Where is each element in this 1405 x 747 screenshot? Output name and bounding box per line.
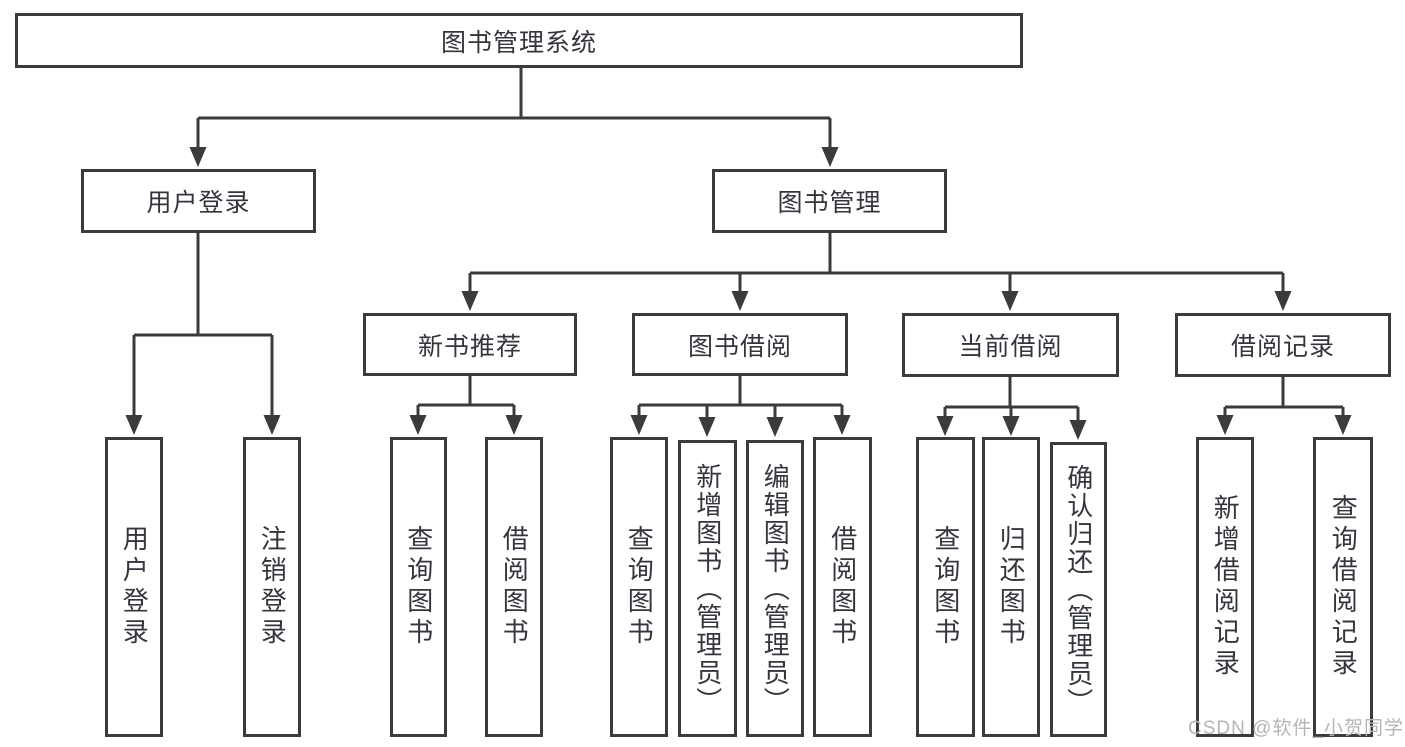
connector-new-book-children xyxy=(416,376,516,418)
root-box-library-system: 图书管理系统 xyxy=(15,13,1023,68)
leaf-edit-books-admin: 编辑图书（管理员） xyxy=(746,440,804,737)
connector-root-to-level1 xyxy=(196,68,832,150)
node-new-book-recommend: 新书推荐 xyxy=(363,313,577,376)
leaf-query-books-borrowing: 查询图书 xyxy=(610,437,668,737)
node-borrowing-records: 借阅记录 xyxy=(1175,313,1391,377)
leaf-confirm-return-admin: 确认归还（管理员） xyxy=(1050,442,1107,737)
leaf-borrow-books: 借阅图书 xyxy=(813,437,872,737)
leaf-logout: 注销登录 xyxy=(243,437,301,737)
leaf-query-books-current: 查询图书 xyxy=(916,437,975,737)
csdn-watermark: CSDN @软件_小贺同学 xyxy=(1188,718,1404,739)
leaf-add-books-admin: 新增图书（管理员） xyxy=(678,440,737,737)
leaf-return-books: 归还图书 xyxy=(982,437,1040,737)
leaf-user-login: 用户登录 xyxy=(105,437,163,737)
connector-borrow-record-children xyxy=(1223,377,1345,418)
node-book-management: 图书管理 xyxy=(712,169,947,233)
arrowheads xyxy=(125,147,1352,440)
leaf-add-borrow-record: 新增借阅记录 xyxy=(1196,437,1254,737)
leaf-query-books-recommend: 查询图书 xyxy=(390,437,447,737)
connector-book-borrow-children xyxy=(637,376,844,420)
node-current-borrowing: 当前借阅 xyxy=(902,313,1119,377)
connector-book-management-children xyxy=(468,233,1285,294)
connector-current-borrow-children xyxy=(943,377,1080,423)
node-book-borrowing: 图书借阅 xyxy=(632,313,848,376)
leaf-query-borrow-record: 查询借阅记录 xyxy=(1313,437,1373,737)
connector-user-login-children xyxy=(132,233,274,418)
leaf-borrow-books-recommend: 借阅图书 xyxy=(485,437,543,737)
node-user-login: 用户登录 xyxy=(81,169,316,233)
